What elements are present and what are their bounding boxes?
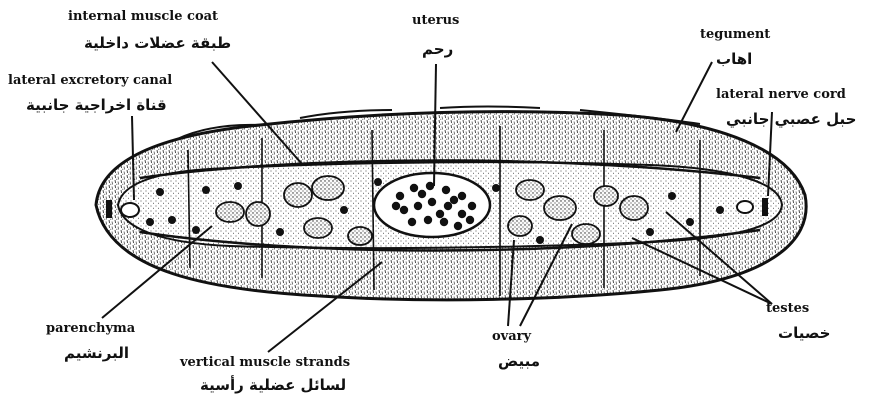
parenchyma-cell <box>646 228 654 236</box>
uterus-egg <box>454 222 462 230</box>
parenchyma-cell <box>340 206 348 214</box>
label-ovary: ovary <box>492 330 531 343</box>
label-testes-ar: خصيات <box>778 326 830 341</box>
uterus-egg <box>418 190 426 198</box>
uterus-egg <box>424 216 432 224</box>
parenchyma-cell <box>168 216 176 224</box>
label-internal-muscle-coat-ar: طبقة عضلات داخلية <box>84 36 231 51</box>
gonad-lobe <box>508 216 532 236</box>
uterus-egg <box>392 202 400 210</box>
parenchyma-cell <box>146 218 154 226</box>
uterus-egg <box>436 210 444 218</box>
label-tegument-ar: اهاب <box>716 52 752 67</box>
gonad-lobe <box>572 224 600 244</box>
uterus-egg <box>450 196 458 204</box>
parenchyma-cell <box>192 226 200 234</box>
uterus-egg <box>458 210 466 218</box>
uterus-egg <box>410 184 418 192</box>
gonad-lobe <box>594 186 618 206</box>
gonad-lobe <box>312 176 344 200</box>
parenchyma-cell <box>686 218 694 226</box>
right-excretory-canal <box>737 201 753 213</box>
uterus-egg <box>444 202 452 210</box>
uterus-egg <box>426 182 434 190</box>
label-lateral-excretory-canal: lateral excretory canal <box>8 74 172 87</box>
uterus-egg <box>408 218 416 226</box>
gonad-lobe <box>246 202 270 226</box>
parenchyma-cell <box>492 184 500 192</box>
parenchyma-cell <box>276 228 284 236</box>
label-lateral-nerve-cord: lateral nerve cord <box>716 88 846 101</box>
parenchyma-cell <box>668 192 676 200</box>
parenchyma-cell <box>716 206 724 214</box>
gonad-lobe <box>544 196 576 220</box>
parenchyma-cell <box>234 182 242 190</box>
gonad-lobe <box>216 202 244 222</box>
label-uterus-ar: رحم <box>422 42 453 57</box>
parenchyma-cell <box>202 186 210 194</box>
parenchyma-cell <box>156 188 164 196</box>
right-nerve-cord <box>762 198 768 216</box>
parenchyma-cell <box>374 178 382 186</box>
label-ovary-ar: مبيض <box>498 354 540 369</box>
uterus-egg <box>466 216 474 224</box>
uterus-egg <box>442 186 450 194</box>
parenchyma-cell <box>536 236 544 244</box>
uterus-egg <box>428 198 436 206</box>
label-parenchyma-ar: البرنشيم <box>64 346 129 361</box>
uterus-egg <box>440 218 448 226</box>
gonad-lobe <box>348 227 372 245</box>
left-nerve-cord <box>106 200 112 218</box>
uterus-egg <box>458 192 466 200</box>
uterus-egg <box>396 192 404 200</box>
label-uterus: uterus <box>412 14 459 27</box>
uterus-egg <box>468 202 476 210</box>
label-vertical-muscle-strands: vertical muscle strands <box>180 356 350 369</box>
gonad-lobe <box>284 183 312 207</box>
left-excretory-canal <box>121 203 139 217</box>
gonad-lobe <box>304 218 332 238</box>
uterus-egg <box>414 202 422 210</box>
label-parenchyma: parenchyma <box>46 322 135 335</box>
gonad-lobe <box>516 180 544 200</box>
label-lateral-nerve-cord-ar: حبل عصبي جانبي <box>726 112 856 127</box>
label-tegument: tegument <box>700 28 770 41</box>
gonad-lobe <box>620 196 648 220</box>
uterus-egg <box>400 206 408 214</box>
label-vertical-muscle-strands-ar: لسائل عضلية رأسية <box>200 378 346 393</box>
label-lateral-excretory-canal-ar: قناة اخراجية جانبية <box>26 98 167 113</box>
label-internal-muscle-coat: internal muscle coat <box>68 10 218 23</box>
label-testes: testes <box>766 302 809 315</box>
